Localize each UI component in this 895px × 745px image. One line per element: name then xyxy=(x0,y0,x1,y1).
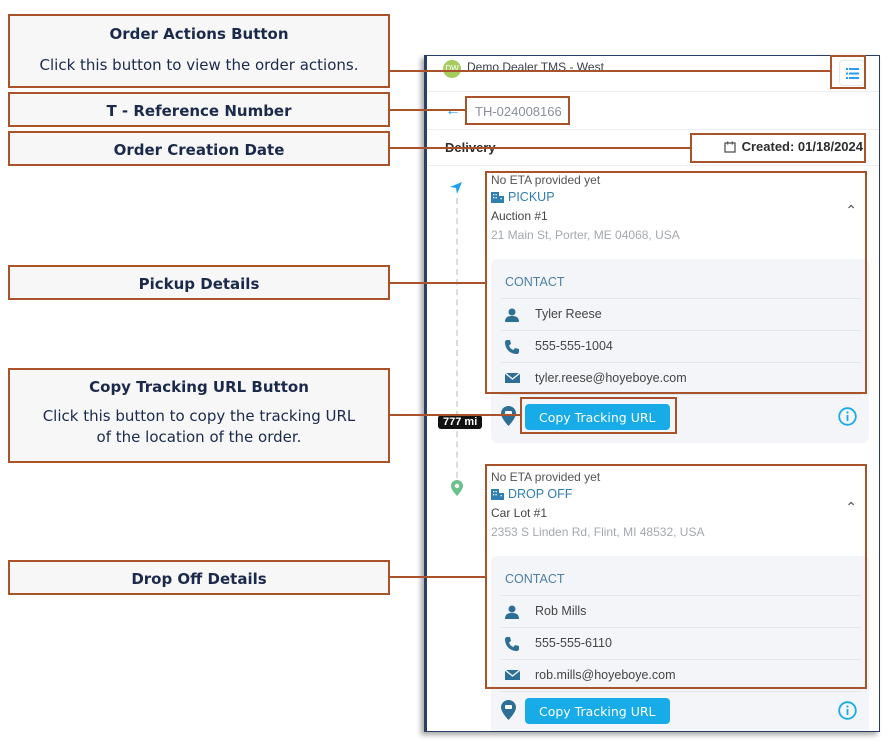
copy-tracking-url-button[interactable]: Copy Tracking URL xyxy=(525,404,670,430)
contact-phone[interactable]: 555-555-1004 xyxy=(535,339,613,353)
building-icon xyxy=(491,489,504,500)
person-icon xyxy=(505,605,519,619)
eta-text: No ETA provided yet xyxy=(491,470,601,484)
stop-name: Auction #1 xyxy=(491,209,548,223)
contact-header: CONTACT xyxy=(501,259,861,299)
info-icon[interactable] xyxy=(838,407,857,426)
created-label: Created: 01/18/2024 xyxy=(741,139,863,154)
contact-phone[interactable]: 555-555-6110 xyxy=(535,636,612,650)
callout-title: Order Creation Date xyxy=(113,141,285,159)
connector-line xyxy=(390,147,691,149)
stop-address: 21 Main St, Porter, ME 04068, USA xyxy=(491,228,680,242)
dropoff-pin-icon xyxy=(451,480,463,496)
callout-pickup-details: Pickup Details xyxy=(8,265,390,300)
info-icon[interactable] xyxy=(838,701,857,720)
pickup-stop: No ETA provided yet PICKUP Auction #1 21… xyxy=(491,170,869,248)
contact-header: CONTACT xyxy=(501,556,861,596)
callout-title: Order Actions Button xyxy=(109,25,289,43)
copy-tracking-url-button[interactable]: Copy Tracking URL xyxy=(525,698,670,724)
callout-desc: of the location of the order. xyxy=(96,428,302,446)
tracking-row: Copy Tracking URL xyxy=(491,399,869,437)
reference-number: TH-024008166 xyxy=(475,104,562,119)
chevron-up-icon[interactable]: ⌃ xyxy=(845,202,857,218)
eta-text: No ETA provided yet xyxy=(491,173,601,187)
stop-name: Car Lot #1 xyxy=(491,506,548,520)
phone-icon xyxy=(505,637,519,651)
app-header: DW Demo Dealer TMS - West xyxy=(427,56,879,92)
chevron-up-icon[interactable]: ⌃ xyxy=(845,499,857,515)
person-icon xyxy=(505,308,519,322)
navigation-arrow-icon xyxy=(450,182,462,194)
email-icon xyxy=(505,669,520,680)
reference-row: ← TH-024008166 xyxy=(427,92,879,130)
contact-phone-row: 555-555-1004 xyxy=(501,331,861,363)
tracking-row: Copy Tracking URL xyxy=(491,693,869,731)
contact-email-row: tyler.reese@hoyeboye.com xyxy=(501,363,861,395)
connector-line xyxy=(390,282,486,284)
list-icon xyxy=(846,68,859,79)
distance-badge: 777 mi xyxy=(438,415,483,429)
callout-creation-date: Order Creation Date xyxy=(8,131,390,166)
callout-order-actions: Order Actions Button Click this button t… xyxy=(8,14,390,88)
callout-title: Drop Off Details xyxy=(131,570,267,588)
stop-type-label: PICKUP xyxy=(508,190,555,204)
callout-title: T - Reference Number xyxy=(106,102,292,120)
building-icon xyxy=(491,192,504,203)
stop-type: PICKUP xyxy=(491,190,869,209)
contact-phone-row: 555-555-6110 xyxy=(501,628,861,660)
connector-line xyxy=(390,70,831,72)
callout-title: Copy Tracking URL Button xyxy=(89,378,309,396)
contact-name-row: Rob Mills xyxy=(501,596,861,628)
callout-desc: Click this button to copy the tracking U… xyxy=(42,407,356,425)
tracking-pin-icon xyxy=(501,700,516,720)
timeline-line xyxy=(456,198,458,488)
callout-title: Pickup Details xyxy=(138,275,260,293)
pickup-contact-card: CONTACT Tyler Reese 555-555-1004 tyler.r… xyxy=(491,259,869,443)
back-arrow-icon[interactable]: ← xyxy=(445,102,461,120)
contact-email[interactable]: tyler.reese@hoyeboye.com xyxy=(535,371,687,385)
stop-type: DROP OFF xyxy=(491,487,869,506)
callout-desc: Click this button to view the order acti… xyxy=(39,56,359,74)
dropoff-stop: No ETA provided yet DROP OFF Car Lot #1 … xyxy=(491,467,869,545)
callout-dropoff-details: Drop Off Details xyxy=(8,560,390,595)
dropoff-contact-card: CONTACT Rob Mills 555-555-6110 rob.mills… xyxy=(491,556,869,731)
order-panel: DW Demo Dealer TMS - West ← TH-024008166… xyxy=(424,55,880,732)
phone-icon xyxy=(505,340,519,354)
contact-email[interactable]: rob.mills@hoyeboye.com xyxy=(535,668,676,682)
connector-line xyxy=(390,109,466,111)
contact-name: Tyler Reese xyxy=(535,307,602,321)
connector-line xyxy=(390,576,486,578)
callout-t-reference: T - Reference Number xyxy=(8,92,390,127)
email-icon xyxy=(505,372,520,383)
callout-copy-tracking: Copy Tracking URL Button Click this butt… xyxy=(8,368,390,463)
stop-type-label: DROP OFF xyxy=(508,487,573,501)
tracking-pin-icon xyxy=(501,406,516,426)
order-actions-button[interactable] xyxy=(839,60,865,86)
connector-line xyxy=(390,414,521,416)
contact-email-row: rob.mills@hoyeboye.com xyxy=(501,660,861,692)
contact-name: Rob Mills xyxy=(535,604,587,618)
created-date: Created: 01/18/2024 xyxy=(723,139,863,154)
stop-address: 2353 S Linden Rd, Flint, MI 48532, USA xyxy=(491,525,705,539)
avatar: DW xyxy=(443,60,461,78)
calendar-icon xyxy=(723,141,736,153)
contact-name-row: Tyler Reese xyxy=(501,299,861,331)
